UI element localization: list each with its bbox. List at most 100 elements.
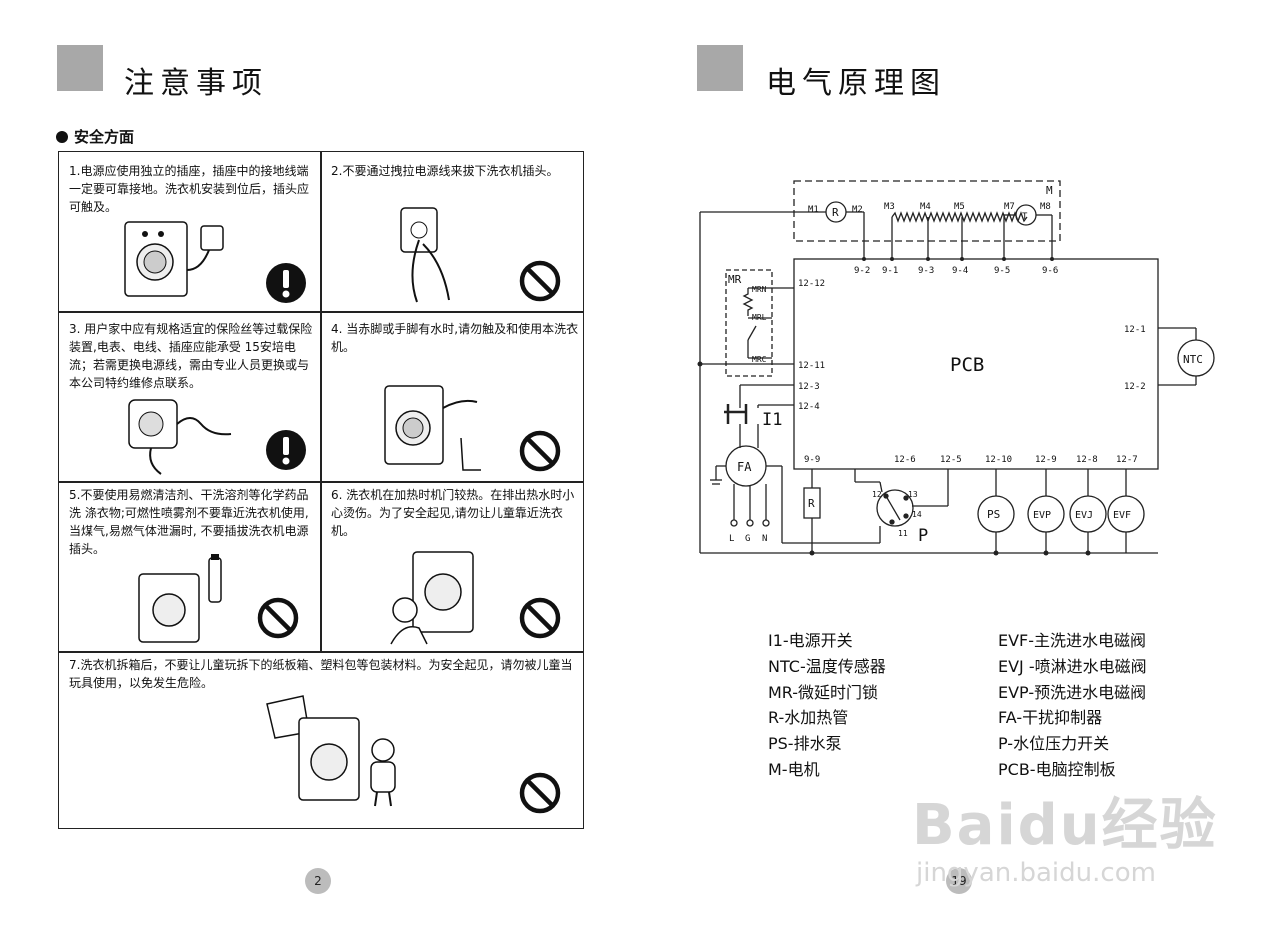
label-M2: M2 xyxy=(852,205,863,215)
pin-12-9: 12-9 xyxy=(1035,455,1057,465)
legend-item: R-水加热管 xyxy=(768,708,849,728)
bullet-icon xyxy=(56,131,68,143)
spray-can-washer-illustration xyxy=(138,554,222,643)
prohibition-icon xyxy=(519,260,561,302)
legend-item: FA-干扰抑制器 xyxy=(998,708,1103,728)
washer-plug-illustration xyxy=(124,221,224,297)
label-M5: M5 xyxy=(954,202,965,212)
grid-divider xyxy=(59,481,583,483)
prohibition-icon xyxy=(519,430,561,472)
label-M1: M1 xyxy=(808,205,819,215)
safety-item-text: 5.不要使用易燃清洁剂、干洗溶剂等化学药品洗 涤衣物;可燃性喷雾剂不要靠近洗衣机… xyxy=(69,488,309,556)
label-EVF: EVF xyxy=(1113,510,1131,521)
wet-feet-washer-illustration xyxy=(384,385,481,471)
pin-9-4: 9-4 xyxy=(952,266,968,276)
watermark-brand: Baidu经验 xyxy=(912,793,1218,858)
label-L: L xyxy=(729,534,734,544)
hand-pulling-plug-illustration xyxy=(400,207,450,303)
pin-12-1: 12-1 xyxy=(1124,325,1146,335)
section-heading: 安全方面 xyxy=(56,126,134,147)
pin-12-11: 12-11 xyxy=(798,361,825,371)
watermark-url: jingyan.baidu.com xyxy=(916,858,1156,888)
safety-item-text: 7.洗衣机拆箱后，不要让儿童玩拆下的纸板箱、塑料包等包装材料。为安全起见，请勿被… xyxy=(69,658,573,690)
label-P: P xyxy=(918,526,928,546)
label-G: G xyxy=(745,534,750,544)
pin-12-7: 12-7 xyxy=(1116,455,1138,465)
legend-item: NTC-温度传感器 xyxy=(768,656,886,676)
safety-grid: 1.电源应使用独立的插座，插座中的接地线端一定要可靠接地。洗衣机安装到位后，插头… xyxy=(58,151,584,829)
safety-item-1: 1.电源应使用独立的插座，插座中的接地线端一定要可靠接地。洗衣机安装到位后，插头… xyxy=(59,152,320,311)
label-M: M xyxy=(1046,184,1053,197)
label-M7: M7 xyxy=(1004,202,1015,212)
page-number-left: 2 xyxy=(305,868,331,894)
safety-item-text: 3. 用户家中应有规格适宜的保险丝等过载保险装置,电表、电线、插座应能承受 15… xyxy=(69,322,313,390)
pin-9-9: 9-9 xyxy=(804,455,820,465)
pin-12-4: 12-4 xyxy=(798,402,820,412)
label-EVJ: EVJ xyxy=(1075,510,1093,521)
fuse-socket-illustration xyxy=(128,399,232,475)
label-M8: M8 xyxy=(1040,202,1051,212)
prohibition-icon xyxy=(257,597,299,639)
switch-term-12: 12 xyxy=(872,490,882,499)
legend-item: PS-排水泵 xyxy=(768,734,842,754)
legend-item: EVJ -喷淋进水电磁阀 xyxy=(998,656,1147,676)
heater-label-R: R xyxy=(808,497,815,510)
safety-item-6: 6. 洗衣机在加热时机门较热。在排出热水时小心烫伤。为了安全起见,请勿让儿童靠近… xyxy=(321,482,585,651)
child-near-washer-illustration xyxy=(390,551,474,645)
pin-9-2: 9-2 xyxy=(854,266,870,276)
pin-9-6: 9-6 xyxy=(1042,266,1058,276)
legend-right: EVF-主洗进水电磁阀 EVJ -喷淋进水电磁阀 EVP-预洗进水电磁阀 FA-… xyxy=(998,628,1147,783)
safety-item-text: 6. 洗衣机在加热时机门较热。在排出热水时小心烫伤。为了安全起见,请勿让儿童靠近… xyxy=(331,488,575,538)
label-PS: PS xyxy=(987,508,1000,521)
legend-item: I1-电源开关 xyxy=(768,631,853,650)
pin-9-1: 9-1 xyxy=(882,266,898,276)
pin-12-8: 12-8 xyxy=(1076,455,1098,465)
label-MRL: MRL xyxy=(752,313,767,322)
label-MR: MR xyxy=(728,273,742,286)
pin-12-5: 12-5 xyxy=(940,455,962,465)
right-header-block xyxy=(697,45,743,91)
safety-item-2: 2.不要通过拽拉电源线来拔下洗衣机插头。 xyxy=(321,152,585,311)
pin-12-6: 12-6 xyxy=(894,455,916,465)
label-M4: M4 xyxy=(920,202,931,212)
safety-item-4: 4. 当赤脚或手脚有水时,请勿触及和使用本洗衣机。 xyxy=(321,312,585,481)
label-FA: FA xyxy=(737,460,752,474)
pin-12-10: 12-10 xyxy=(985,455,1012,465)
safety-item-text: 2.不要通过拽拉电源线来拔下洗衣机插头。 xyxy=(331,164,559,178)
grid-divider xyxy=(59,311,583,313)
switch-term-11: 11 xyxy=(898,529,908,538)
label-EVP: EVP xyxy=(1033,510,1051,521)
page-number-right: 19 xyxy=(946,868,972,894)
safety-item-text: 4. 当赤脚或手脚有水时,请勿触及和使用本洗衣机。 xyxy=(331,322,579,354)
label-PCB: PCB xyxy=(950,354,984,376)
switch-term-14: 14 xyxy=(912,510,922,519)
label-NTC: NTC xyxy=(1183,353,1203,366)
mandatory-icon xyxy=(266,263,306,303)
safety-item-5: 5.不要使用易燃清洁剂、干洗溶剂等化学药品洗 涤衣物;可燃性喷雾剂不要靠近洗衣机… xyxy=(59,482,320,651)
left-header-block xyxy=(57,45,103,91)
pin-9-5: 9-5 xyxy=(994,266,1010,276)
prohibition-icon xyxy=(519,772,561,814)
label-MRC: MRC xyxy=(752,355,767,364)
prohibition-icon xyxy=(519,597,561,639)
legend-item: MR-微延时门锁 xyxy=(768,682,879,702)
heater-symbol-label: R xyxy=(832,206,839,219)
packaging-child-illustration xyxy=(266,695,396,807)
pin-9-3: 9-3 xyxy=(918,266,934,276)
grid-divider xyxy=(320,152,322,651)
mandatory-icon xyxy=(266,430,306,470)
pin-12-12: 12-12 xyxy=(798,279,825,289)
safety-item-7: 7.洗衣机拆箱后，不要让儿童玩拆下的纸板箱、塑料包等包装材料。为安全起见，请勿被… xyxy=(59,652,585,828)
legend-left: I1-电源开关 NTC-温度传感器 MR-微延时门锁 R-水加热管 PS-排水泵… xyxy=(768,628,886,783)
label-M3: M3 xyxy=(884,202,895,212)
legend-item: EVF-主洗进水电磁阀 xyxy=(998,631,1147,650)
legend-item: P-水位压力开关 xyxy=(998,734,1110,754)
label-MRN: MRN xyxy=(752,285,767,294)
thermo-symbol-label: T xyxy=(1022,212,1028,222)
legend-item: PCB-电脑控制板 xyxy=(998,759,1116,779)
right-page-title: 电气原理图 xyxy=(766,66,946,101)
pin-12-2: 12-2 xyxy=(1124,382,1146,392)
label-I1: I1 xyxy=(762,410,782,430)
legend-item: M-电机 xyxy=(768,759,820,779)
legend-item: EVP-预洗进水电磁阀 xyxy=(998,682,1147,702)
